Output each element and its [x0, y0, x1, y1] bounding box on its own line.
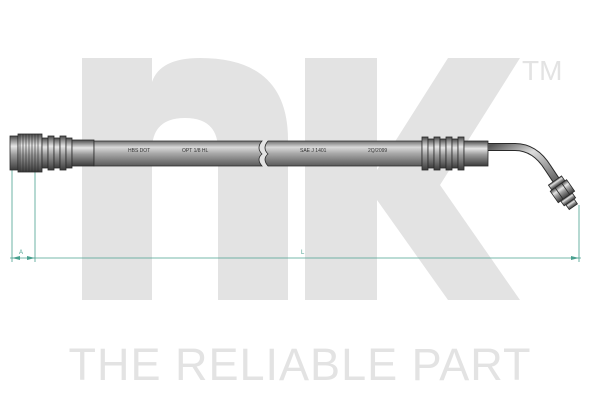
brand-slogan: THE RELIABLE PART — [68, 339, 532, 390]
tube-nut — [547, 175, 578, 211]
right-fitting — [421, 136, 489, 171]
left-fitting — [9, 133, 95, 173]
hose-marking-4: 2Q/2099 — [368, 148, 387, 154]
hose-marking-1: HBS DOT — [128, 148, 150, 154]
hose-body — [93, 140, 423, 167]
bent-pipe — [488, 143, 560, 183]
hose-segment-left — [93, 140, 263, 167]
brand-logo-watermark — [82, 58, 520, 300]
trademark-symbol: TM — [522, 55, 563, 86]
dimension-label-l: L — [301, 250, 305, 256]
dimension-label-a: A — [19, 250, 23, 256]
hose-segment-right — [264, 140, 423, 167]
hose-marking-2: OPT 1/8 HL — [182, 148, 209, 154]
dimension-lines — [10, 160, 581, 262]
hose-marking-3: SAE J 1401 — [300, 148, 327, 154]
